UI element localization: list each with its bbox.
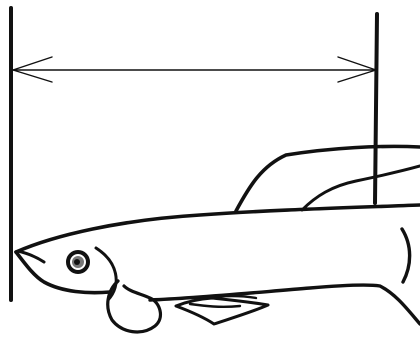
dorsal-fin-inner-ray xyxy=(302,166,420,210)
fish-lower-head-outline xyxy=(16,252,110,293)
tail-fin-edge xyxy=(402,229,410,282)
right-measurement-line xyxy=(375,14,377,203)
pelvic-fin-ray-2 xyxy=(205,296,256,298)
dorsal-fin xyxy=(236,146,420,211)
measurement-arrow xyxy=(13,57,376,82)
pelvic-fin xyxy=(176,298,268,324)
fish-eye-pupil xyxy=(74,259,80,265)
fish-body-outline xyxy=(16,205,420,252)
pelvic-fin-ray-1 xyxy=(190,304,240,307)
